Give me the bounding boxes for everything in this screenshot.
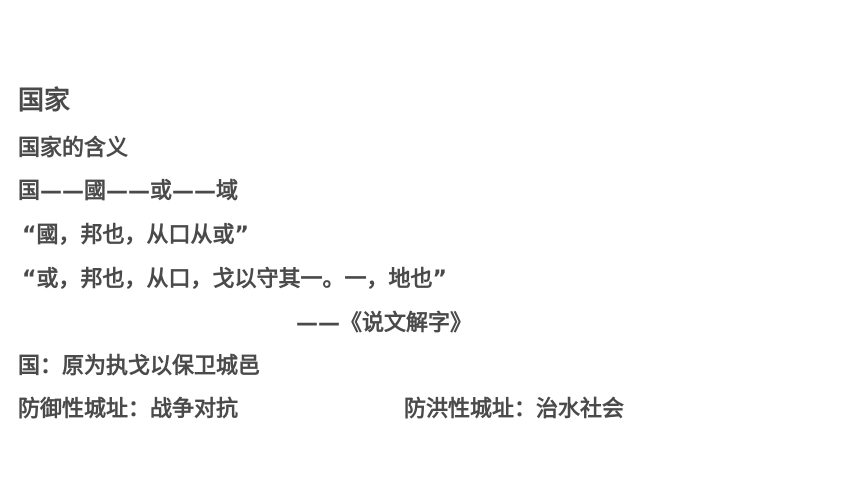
quote-huo: “或，邦也，从口，戈以守其一。一，地也”	[22, 267, 447, 292]
defensive-city-site: 防御性城址：战争对抗	[18, 397, 239, 422]
quote-source: ——《说文解字》	[296, 311, 473, 336]
slide-title: 国家	[18, 86, 71, 116]
guo-original-meaning: 国：原为执戈以保卫城邑	[18, 354, 261, 379]
character-evolution: 国——國——或——域	[18, 179, 239, 204]
quote-guo: “國，邦也，从口从或”	[22, 223, 249, 248]
subtitle-meaning-of-state: 国家的含义	[18, 136, 129, 161]
flood-control-city-site: 防洪性城址：治水社会	[404, 397, 625, 422]
